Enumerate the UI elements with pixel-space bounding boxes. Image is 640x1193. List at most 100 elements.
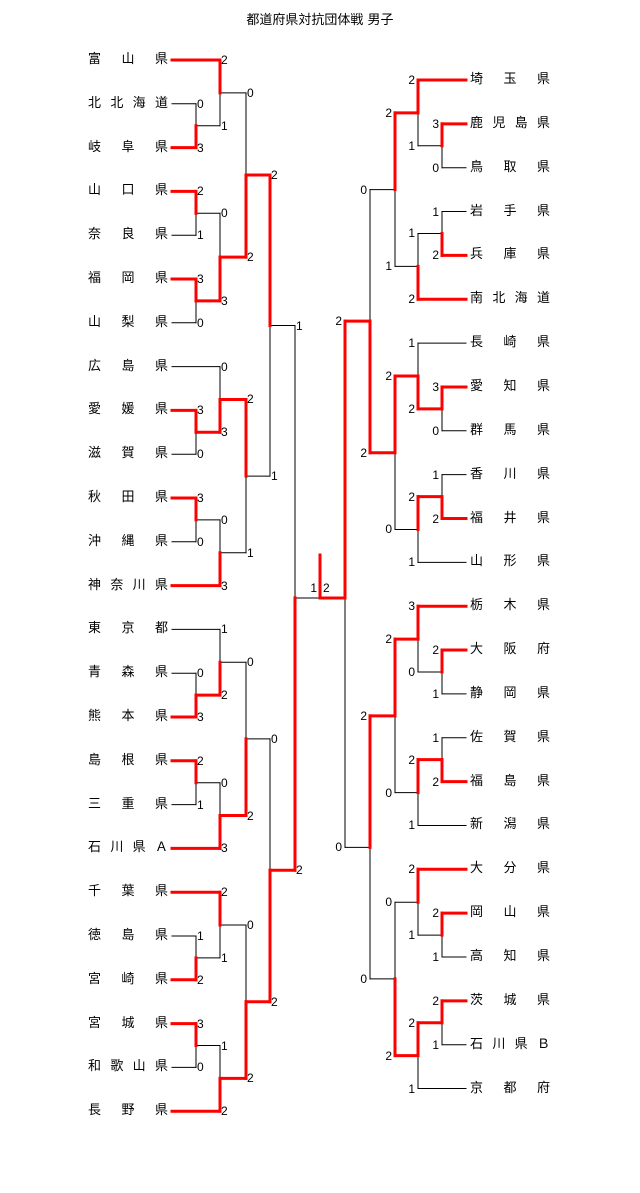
team-name: 岩手県 (470, 203, 550, 219)
team-name: 千葉県 (88, 884, 168, 900)
match-score: 0 (360, 971, 367, 986)
match-score: 0 (197, 447, 204, 462)
match-score: 3 (432, 379, 439, 394)
match-score: 1 (408, 928, 415, 943)
match-score: 0 (360, 182, 367, 197)
match-score: 1 (432, 686, 439, 701)
match-score: 2 (271, 994, 278, 1009)
match-score: 0 (432, 423, 439, 438)
match-score: 0 (385, 895, 392, 910)
match-score: 2 (221, 688, 228, 703)
match-score: 1 (408, 1081, 415, 1096)
match-score: 2 (385, 105, 392, 120)
team-name: 山口県 (88, 183, 168, 199)
match-score: 0 (385, 785, 392, 800)
team-name: 大分県 (470, 861, 550, 877)
team-name: 沖縄県 (88, 533, 168, 549)
match-score: 2 (432, 511, 439, 526)
match-score: 3 (432, 116, 439, 131)
team-name: 石川県Ａ (88, 840, 168, 856)
match-score: 0 (197, 1060, 204, 1075)
match-score: 2 (221, 53, 228, 67)
match-score: 1 (408, 818, 415, 833)
team-name: 青森県 (88, 665, 168, 681)
match-score: 2 (247, 808, 254, 823)
match-score: 2 (432, 906, 439, 921)
match-score: 3 (197, 710, 204, 724)
team-name: 福岡県 (88, 271, 168, 286)
match-score: 0 (408, 664, 415, 679)
team-name: 宮城県 (88, 1015, 168, 1031)
team-name: 福島県 (470, 773, 550, 789)
team-name: 香川県 (470, 466, 550, 482)
match-score: 3 (197, 1016, 204, 1031)
team-name: 宮崎県 (88, 971, 168, 987)
match-score: 1 (197, 929, 204, 943)
match-score: 3 (221, 293, 228, 308)
team-name: 神奈川県 (88, 577, 168, 593)
match-score: 2 (221, 1104, 228, 1119)
match-score: 2 (360, 708, 367, 723)
team-name: 山形県 (470, 554, 550, 570)
team-name: 長野県 (88, 1103, 168, 1119)
page-title: 都道府県対抗団体戦 男子 (246, 13, 394, 28)
team-name: 熊本県 (88, 709, 168, 724)
team-name: 兵庫県 (470, 247, 550, 263)
match-score: 0 (271, 731, 278, 746)
match-score: 3 (221, 578, 228, 593)
match-score: 2 (408, 752, 415, 767)
team-name: 大阪府 (470, 642, 550, 658)
match-score: 1 (408, 138, 415, 153)
team-name: 徳島県 (88, 928, 168, 943)
team-name: 静岡県 (470, 685, 550, 701)
match-score: 2 (247, 1071, 254, 1086)
final-score: 2 (323, 581, 330, 595)
team-name: 三重県 (88, 796, 168, 812)
match-score: 2 (197, 184, 204, 199)
match-score: 0 (247, 85, 254, 100)
team-name: 京都府 (470, 1080, 550, 1096)
team-name: 茨城県 (470, 992, 550, 1008)
match-score: 2 (385, 368, 392, 383)
match-score: 0 (197, 96, 204, 111)
team-name: 埼玉県 (470, 72, 550, 87)
match-score: 1 (221, 118, 228, 133)
team-name: 富山県 (88, 52, 168, 67)
match-score: 3 (197, 140, 204, 155)
team-name: 和歌山県 (88, 1059, 168, 1075)
match-score: 2 (432, 248, 439, 263)
match-score: 1 (432, 1037, 439, 1052)
match-score: 2 (432, 643, 439, 658)
team-name: 北北海道 (88, 95, 168, 111)
match-score: 1 (221, 622, 228, 637)
match-score: 2 (385, 1048, 392, 1063)
match-score: 3 (408, 599, 415, 614)
match-score: 2 (247, 250, 254, 265)
match-score: 1 (271, 469, 278, 484)
match-score: 1 (197, 228, 204, 243)
team-name: 山梨県 (88, 314, 168, 330)
team-name: 広島県 (88, 358, 168, 374)
match-score: 0 (221, 359, 228, 374)
match-score: 2 (408, 292, 415, 307)
match-score: 3 (197, 403, 204, 418)
team-name: 群馬県 (470, 422, 550, 438)
team-name: 新潟県 (470, 817, 550, 833)
match-score: 2 (408, 401, 415, 416)
team-name: 南北海道 (470, 291, 550, 307)
match-score: 0 (335, 840, 342, 855)
team-name: 高知県 (470, 949, 550, 964)
match-score: 0 (197, 315, 204, 330)
team-name: 滋賀県 (88, 446, 168, 462)
team-name: 島根県 (88, 752, 168, 768)
team-name: 東京都 (88, 621, 168, 637)
match-score: 0 (247, 918, 254, 933)
match-score: 2 (408, 73, 415, 87)
match-score: 1 (385, 259, 392, 274)
match-score: 3 (197, 272, 204, 286)
match-score: 0 (385, 522, 392, 537)
match-score: 2 (197, 972, 204, 987)
match-score: 1 (408, 336, 415, 351)
team-name: 長崎県 (470, 335, 550, 351)
match-score: 1 (221, 1038, 228, 1053)
